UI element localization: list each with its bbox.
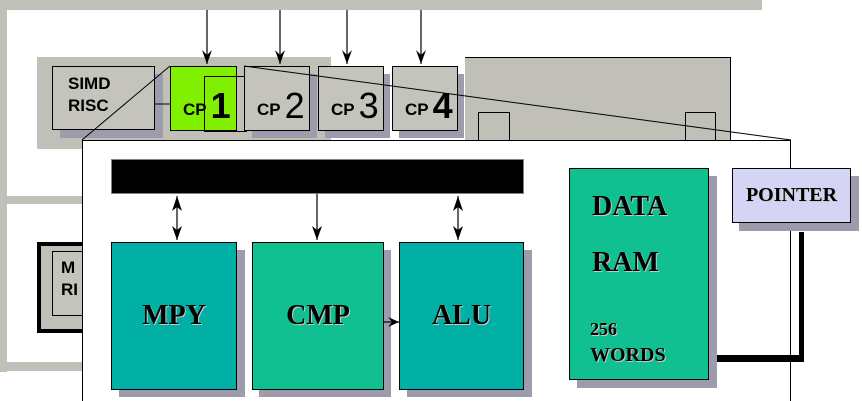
alu-label: ALU [431,300,492,331]
arrowhead-cp3 [342,50,352,64]
cp2-prefix: CP [257,100,281,119]
simd-risc-box: SIMD RISC [52,66,155,130]
data-ram-block: DATA RAM 256 WORDS [569,168,709,380]
data-ram-line1: DATA [592,191,668,222]
cmp-label: CMP [286,300,350,331]
arrowhead-cp2 [275,50,285,64]
mpy-unit: MPY [111,242,237,390]
outer-frame-left-bar [0,0,7,372]
cp3-block: CP 3 [318,66,384,131]
panel-small-box-1 [478,112,510,142]
outer-frame-top-bar [0,0,762,10]
data-ram-size-line1: 256 [590,319,617,339]
pointer-label: POINTER [745,184,838,206]
lower-block-line2: RI [61,280,78,299]
arrowhead-cp1 [202,50,212,64]
pointer-connector-horizontal [717,355,804,362]
cp3-prefix: CP [331,100,355,119]
cp2-block: CP 2 [244,66,310,131]
bus-cmp-arrow-down [312,226,322,240]
zoom-line-right [243,65,792,141]
arrowhead-cp4 [416,50,426,64]
zoom-line-left [81,65,171,141]
cp4-block: CP 4 [392,66,458,131]
bus-bar [111,159,524,194]
cp3-number: 3 [358,85,379,126]
simd-risc-line2: RISC [68,96,109,115]
pointer-connector-vertical [799,232,804,362]
bus-alu-arrow-up [453,196,463,211]
panel-small-box-2 [685,112,716,142]
cmp-alu-arrow [388,317,399,327]
lower-block-line1: M [61,258,76,277]
bus-mpy-arrow-down [172,226,182,240]
pointer-block: POINTER [732,168,851,223]
simd-risc-line1: SIMD [68,74,111,93]
alu-unit: ALU [399,242,524,390]
cp4-prefix: CP [405,100,429,119]
outer-frame-bottom-bar [0,362,90,371]
outer-frame-middle-bar [0,196,90,204]
cp2-number: 2 [284,85,305,126]
data-ram-size-line2: WORDS [590,344,666,366]
mpy-label: MPY [142,300,206,331]
cp4-number: 4 [432,85,453,126]
bus-mpy-arrow-up [172,196,182,211]
data-ram-line2: RAM [592,247,659,278]
bus-alu-arrow-down [453,226,463,240]
cp1-number: 1 [210,85,231,126]
cp1-prefix: CP [183,100,207,119]
cmp-unit: CMP [252,242,384,390]
